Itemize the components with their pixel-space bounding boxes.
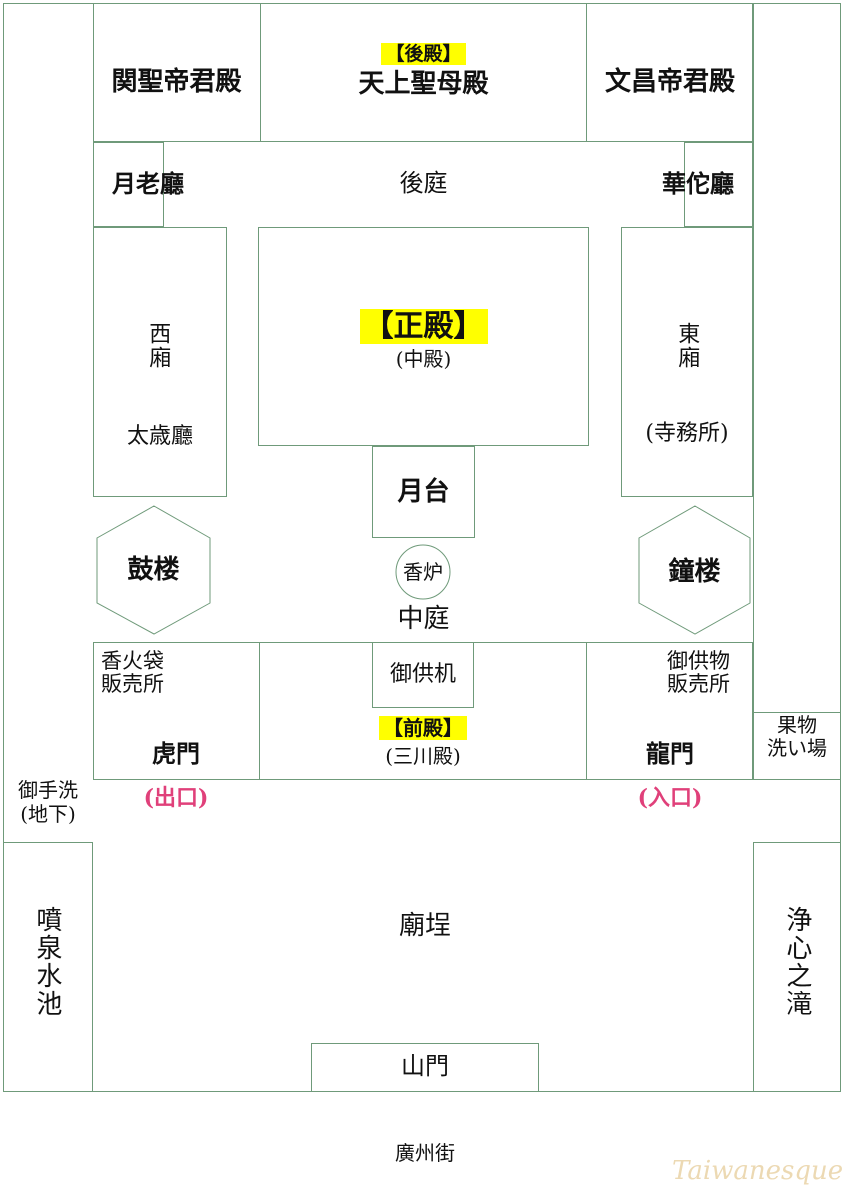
waterfall-room — [753, 842, 841, 1092]
offering-table-room — [372, 642, 474, 708]
main-hall-sub: (中殿) — [395, 347, 452, 371]
bell-tower-hexagon — [638, 505, 751, 635]
taisui-hall-label: 太歳廳 — [126, 424, 193, 449]
huatuo-room — [684, 142, 753, 227]
west-wing-room — [93, 227, 227, 497]
toilet-label: 御手洗(地下) — [18, 778, 78, 826]
incense-bag-shop-label: 香火袋販売所 — [101, 649, 164, 697]
mountain-gate-room — [311, 1043, 539, 1092]
front-hall-tag: 【前殿】 — [259, 716, 587, 740]
tiger-gate-label: 虎門 — [152, 739, 200, 768]
entrance-label: (入口) — [637, 785, 703, 811]
street-label: 廣州街 — [395, 1141, 455, 1165]
wenchang-hall-label: 文昌帝君殿 — [604, 67, 735, 97]
temple-office-label: (寺務所) — [645, 421, 729, 446]
guansheng-hall-label: 関聖帝君殿 — [111, 67, 242, 97]
rear-hall-name: 天上聖母殿 — [358, 69, 489, 99]
moon-terrace-room — [372, 446, 475, 538]
west-wing-label: 西廂 — [145, 322, 171, 370]
main-hall-tag: 【正殿】 — [258, 309, 589, 345]
mountain-gate-label: 山門 — [401, 1052, 449, 1080]
incense-burner-circle — [395, 544, 451, 600]
huatuo-hall-label: 華佗廳 — [662, 169, 734, 198]
waterfall-label: 浄心之滝 — [781, 906, 812, 1018]
exit-label: (出口) — [143, 785, 209, 811]
main-hall-room — [258, 227, 589, 446]
rear-hall-center — [260, 3, 587, 142]
fountain-pool-label: 噴泉水池 — [31, 906, 62, 1018]
fountain-room — [3, 842, 93, 1092]
offering-shop-label: 御供物販売所 — [667, 649, 730, 697]
moon-terrace-label: 月台 — [397, 477, 450, 507]
dragon-gate-label: 龍門 — [646, 739, 694, 768]
rear-hall-tag: 【後殿】 — [260, 43, 587, 66]
fruit-wash-room — [753, 712, 841, 780]
watermark-logo: Taiwanesque — [672, 1156, 844, 1186]
east-wing-room — [621, 227, 753, 497]
rear-court-label: 後庭 — [399, 169, 448, 197]
incense-burner-label: 香炉 — [403, 560, 443, 584]
front-hall-sub: (三川殿) — [385, 744, 461, 768]
yuelao-hall-label: 月老廳 — [112, 169, 184, 198]
fruit-wash-label: 果物洗い場 — [767, 713, 827, 760]
drum-tower-hexagon — [96, 505, 211, 635]
drum-tower-label: 鼓楼 — [127, 555, 180, 585]
temple-yard-label: 廟埕 — [398, 911, 451, 941]
yuelao-room — [93, 142, 164, 227]
bell-tower-label: 鐘楼 — [668, 557, 721, 587]
offering-table-label: 御供机 — [389, 662, 456, 687]
middle-court-label: 中庭 — [397, 604, 450, 634]
east-wing-label: 東廂 — [674, 322, 700, 370]
